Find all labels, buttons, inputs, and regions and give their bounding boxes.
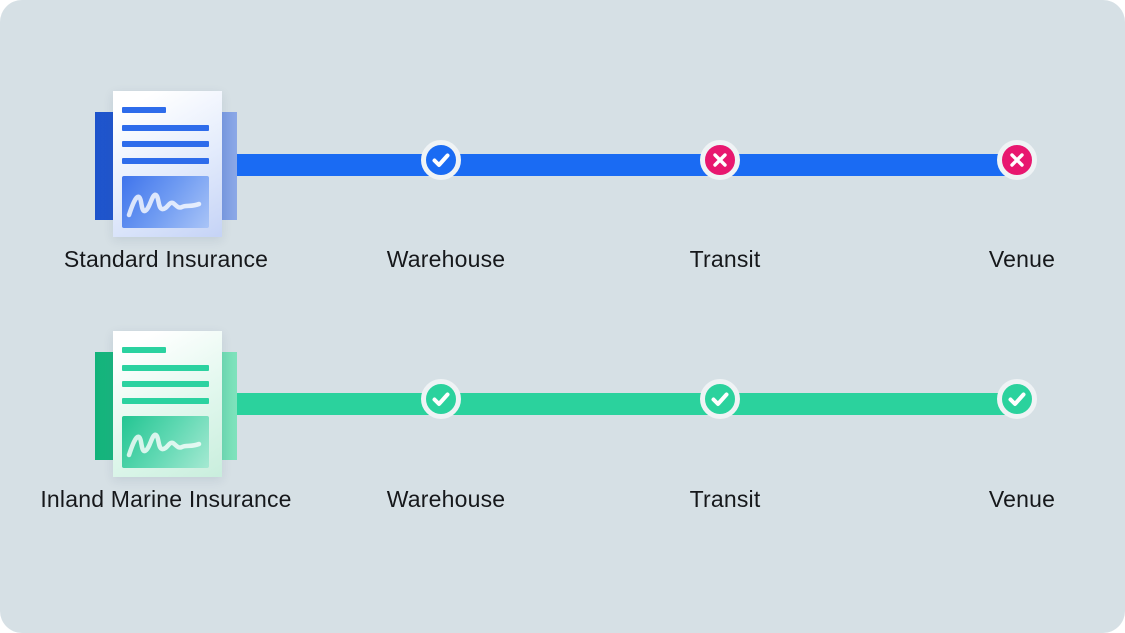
stage-warehouse-status — [421, 140, 461, 180]
document-text-line — [122, 381, 209, 387]
row-label: Standard Insurance — [63, 246, 269, 272]
stage-label-warehouse: Warehouse — [386, 246, 506, 272]
stage-label-transit: Transit — [689, 246, 761, 272]
document-text-line — [122, 158, 209, 164]
stage-warehouse-status — [421, 379, 461, 419]
row-label: Inland Marine Insurance — [40, 486, 292, 512]
check-icon — [432, 392, 450, 406]
stage-label-venue: Venue — [988, 246, 1056, 272]
document-text-line — [122, 125, 209, 131]
signature-squiggle-icon — [126, 192, 202, 218]
document-text-line — [122, 365, 209, 371]
stage-transit-status — [700, 140, 740, 180]
stage-label-warehouse: Warehouse — [386, 486, 506, 512]
signature-squiggle-icon — [126, 432, 202, 458]
insurance-document-icon — [95, 331, 237, 477]
signature-box — [122, 416, 209, 468]
stage-transit-status — [700, 379, 740, 419]
check-icon — [1008, 392, 1026, 406]
stage-label-transit: Transit — [689, 486, 761, 512]
document-text-line — [122, 141, 209, 147]
stage-label-venue: Venue — [988, 486, 1056, 512]
x-icon — [713, 153, 727, 167]
insurance-document-icon — [95, 91, 237, 237]
check-icon — [432, 153, 450, 167]
document-title-line — [122, 107, 166, 113]
document-paper — [113, 331, 222, 477]
timeline-track-blue — [228, 154, 1022, 176]
document-title-line — [122, 347, 166, 353]
stage-venue-status — [997, 379, 1037, 419]
x-icon — [1010, 153, 1024, 167]
signature-box — [122, 176, 209, 228]
document-text-line — [122, 398, 209, 404]
timeline-track-green — [228, 393, 1022, 415]
document-paper — [113, 91, 222, 237]
check-icon — [711, 392, 729, 406]
stage-venue-status — [997, 140, 1037, 180]
